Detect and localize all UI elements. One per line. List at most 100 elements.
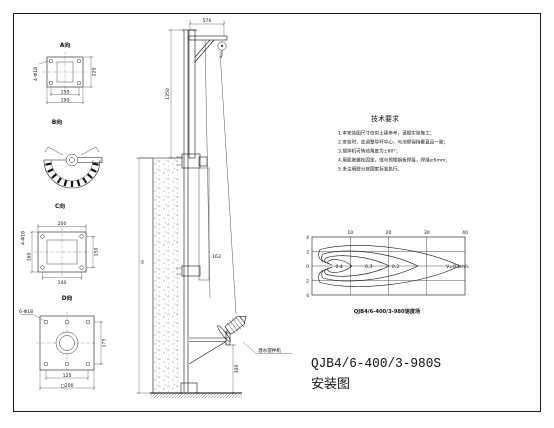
depth-dim-text: H (140, 260, 146, 263)
view-d-hole (85, 319, 91, 325)
view-d-pitch-dim-text: 125 (63, 373, 72, 379)
velocity-field-chart: 10 20 30 40 4 2 0 2 4 0.4 0.3 0.2 V=0.1m… (306, 230, 469, 315)
view-d-hole (64, 361, 70, 367)
upper-clamp (181, 153, 201, 169)
contour-label: 0.3 (365, 264, 372, 270)
y-tick-label: 4 (306, 235, 309, 241)
contour-v01 (318, 245, 461, 287)
view-c-hole (40, 234, 45, 239)
mixer-propeller (217, 325, 231, 342)
view-a-outer-dim-text: 190 (61, 98, 70, 104)
x-tick-label: 20 (386, 230, 392, 236)
pool-wall (153, 158, 181, 393)
lifting-rope (219, 50, 237, 315)
view-d: D向 6-Φ18 175 125 □200 (19, 294, 108, 390)
view-c-right-dimension (86, 235, 95, 269)
requirement-item: 3.搅拌机可转动角度为±60°； (338, 148, 400, 155)
view-b-outer-arc (43, 159, 101, 189)
contour-label: 0.2 (392, 264, 399, 270)
view-c-top-dimension (36, 223, 88, 232)
technical-requirements: 技术要求 1.本安装图尺寸仅供土建参考，请据实际施工； 2.安装时，应调整导杆中… (338, 114, 450, 173)
view-d-right-dimension (94, 320, 103, 366)
y-tick-label: 2 (306, 279, 309, 285)
mixer-callout-leader (242, 341, 292, 354)
view-c-hole (79, 234, 84, 239)
view-a-centerlines (42, 52, 88, 92)
arm-dim-text: 576 (203, 18, 212, 24)
upper-height-dimension (168, 28, 184, 160)
x-tick-label: 30 (424, 230, 430, 236)
contour-label: 0.4 (336, 264, 343, 270)
view-c-hole (40, 265, 45, 270)
requirement-item: 1.本安装图尺寸仅供土建参考，请据实际施工； (338, 130, 434, 137)
view-b-label: B向 (52, 118, 62, 126)
upper-clamp-bolt (198, 156, 208, 167)
view-d-label: D向 (62, 294, 73, 302)
view-c-bottom-dimension (41, 272, 83, 280)
view-c-left-dim-text: 160 (27, 253, 33, 262)
view-a-hole-leader (38, 60, 50, 65)
view-a-holes-note: 4-Φ18 (33, 67, 39, 81)
view-c-holes-note: 4-Φ18 (21, 231, 27, 245)
view-c-left-dimension (30, 230, 38, 274)
lifting-arm-brace (194, 39, 215, 63)
arm-dimension (188, 20, 226, 36)
y-tick-label: 0 (306, 264, 309, 270)
view-d-hole (43, 361, 49, 367)
view-c: C向 200 4-Φ18 160 150 140 (21, 202, 100, 286)
cable-guide (198, 167, 210, 281)
power-cable (204, 39, 211, 299)
upper-clamp-anchors (176, 156, 182, 166)
contour-v02 (321, 250, 419, 282)
view-b: B向 (43, 118, 103, 189)
mixer-shaft (224, 330, 229, 334)
view-b-upper-arms (44, 146, 100, 156)
view-c-bottom-dim-text: 140 (58, 280, 67, 286)
view-a-plate (46, 56, 84, 88)
middle-clamp-anchors (176, 267, 182, 275)
sheet-border (13, 13, 541, 412)
sheet-title: 安装图 (311, 377, 350, 392)
y-tick-label: 4 (306, 293, 309, 299)
middle-clamp (181, 265, 201, 277)
middle-dim-text: 163 (212, 254, 221, 260)
view-a-inner-dim-text: 150 (61, 90, 70, 96)
title-block: QJB4/6-400/3-980S 安装图 (311, 356, 441, 392)
view-b-angle-scale (45, 162, 99, 187)
contour-v04 (327, 259, 353, 273)
x-tick-label: 40 (462, 230, 468, 236)
mixer-mount-plate (225, 332, 231, 346)
pulley-hook (219, 50, 223, 58)
view-d-holes-note: 6-Φ18 (19, 309, 33, 315)
view-a-right-dimension (84, 55, 93, 89)
view-b-arm-bar (78, 157, 103, 163)
view-d-hole (64, 319, 70, 325)
view-a-label: A向 (60, 41, 70, 49)
mixer-callout-text: 潜水搅拌机 (258, 347, 281, 354)
lifting-arm (188, 35, 228, 41)
view-d-rod-socket-inner (59, 335, 75, 351)
view-d-hole (43, 319, 49, 325)
view-d-plate-dim-text: □200 (60, 383, 73, 389)
velocity-chart-caption: QJB4/6-400/3-980速度场 (354, 307, 420, 315)
view-a-channel (56, 61, 74, 83)
view-a-hole (76, 58, 82, 64)
pool-floor-hatch (150, 393, 242, 398)
pulley-axle (221, 45, 223, 47)
view-d-bottom-dimensions (38, 370, 96, 390)
mixer-tail (239, 316, 247, 323)
view-c-right-dim-text: 150 (94, 248, 100, 257)
upper-post (188, 29, 196, 159)
requirements-title: 技术要求 (371, 114, 399, 123)
view-c-centerlines (34, 228, 90, 276)
mixer-mount-bracket (188, 337, 228, 365)
view-d-hole (85, 361, 91, 367)
view-b-center-hole (69, 157, 75, 163)
view-a-right-dim-text: 220 (92, 68, 98, 77)
depth-dimension (136, 156, 152, 395)
view-a: A向 4-Φ18 220 150 190 (33, 41, 98, 104)
view-a-hole (76, 80, 82, 86)
view-a-hole (48, 58, 54, 64)
guide-foot (180, 382, 198, 394)
requirement-item: 5.未注明部分按国家标准执行。 (338, 166, 402, 173)
